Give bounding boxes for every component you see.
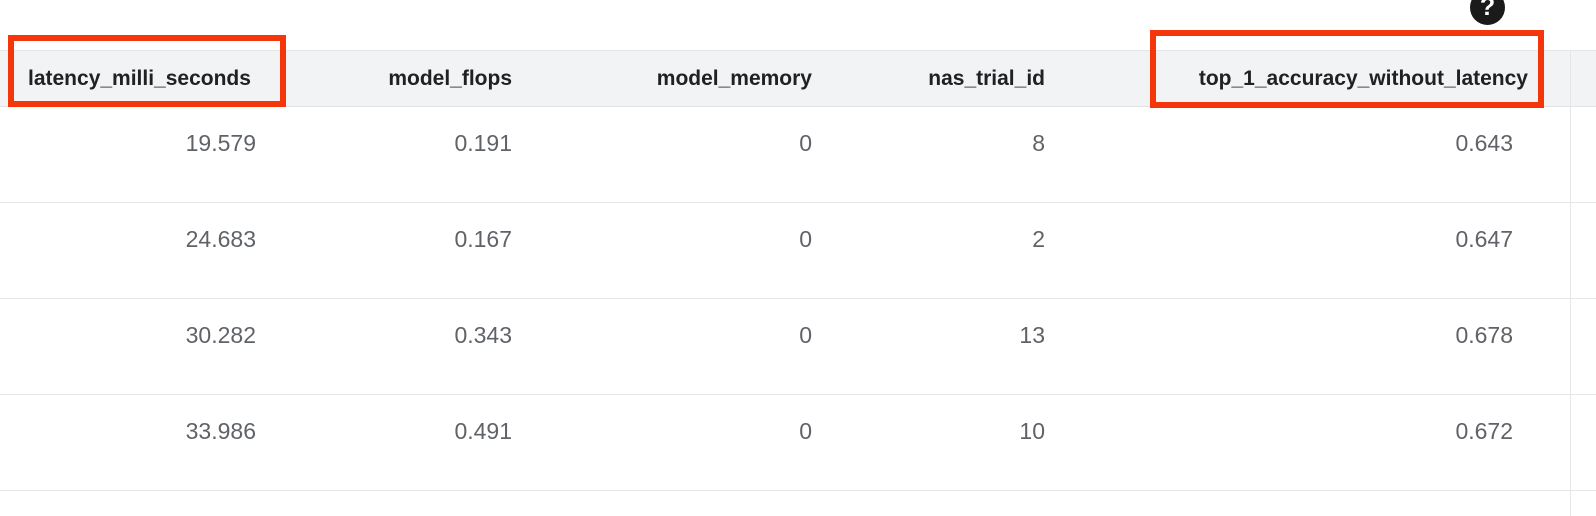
column-header-model-flops[interactable]: model_flops: [388, 67, 512, 90]
cell-latency-milli-seconds: 33.986: [185, 418, 256, 444]
cell-model-flops: 0.343: [454, 322, 512, 348]
cell-latency-milli-seconds: 30.282: [185, 322, 256, 348]
column-header-top-1-accuracy-without-latency[interactable]: top_1_accuracy_without_latency: [1198, 67, 1528, 90]
cell-top-1-accuracy-without-latency: 0.647: [1455, 226, 1513, 252]
table-row[interactable]: 30.282 0.343 0 13 0.678: [0, 299, 1596, 395]
table-header-row: latency_milli_seconds model_flops model_…: [0, 50, 1596, 158]
cell-latency-milli-seconds: 24.683: [185, 226, 256, 252]
cell-nas-trial-id: 13: [1019, 322, 1045, 348]
cell-model-flops: 0.491: [454, 418, 512, 444]
cell-model-memory: 0: [799, 226, 812, 252]
cell-nas-trial-id: 8: [1032, 130, 1045, 156]
cell-model-memory: 0: [799, 418, 812, 444]
table-row[interactable]: 24.683 0.167 0 2 0.647: [0, 203, 1596, 299]
cell-nas-trial-id: 2: [1032, 226, 1045, 252]
column-header-latency-milli-seconds[interactable]: latency_milli_seconds: [28, 67, 251, 90]
table-row[interactable]: 33.986 0.491 0 10 0.672: [0, 395, 1596, 491]
cell-latency-milli-seconds: 19.579: [185, 130, 256, 156]
cell-model-flops: 0.191: [454, 130, 512, 156]
cell-top-1-accuracy-without-latency: 0.672: [1455, 418, 1513, 444]
cell-model-memory: 0: [799, 130, 812, 156]
help-icon[interactable]: ?: [1470, 0, 1505, 25]
table-row[interactable]: 19.579 0.191 0 8 0.643: [0, 107, 1596, 203]
column-header-nas-trial-id[interactable]: nas_trial_id: [928, 67, 1045, 90]
cell-model-memory: 0: [799, 322, 812, 348]
cell-top-1-accuracy-without-latency: 0.643: [1455, 130, 1513, 156]
cell-model-flops: 0.167: [454, 226, 512, 252]
cell-top-1-accuracy-without-latency: 0.678: [1455, 322, 1513, 348]
column-divider: [1570, 50, 1571, 516]
cell-nas-trial-id: 10: [1019, 418, 1045, 444]
column-header-model-memory[interactable]: model_memory: [656, 67, 812, 90]
